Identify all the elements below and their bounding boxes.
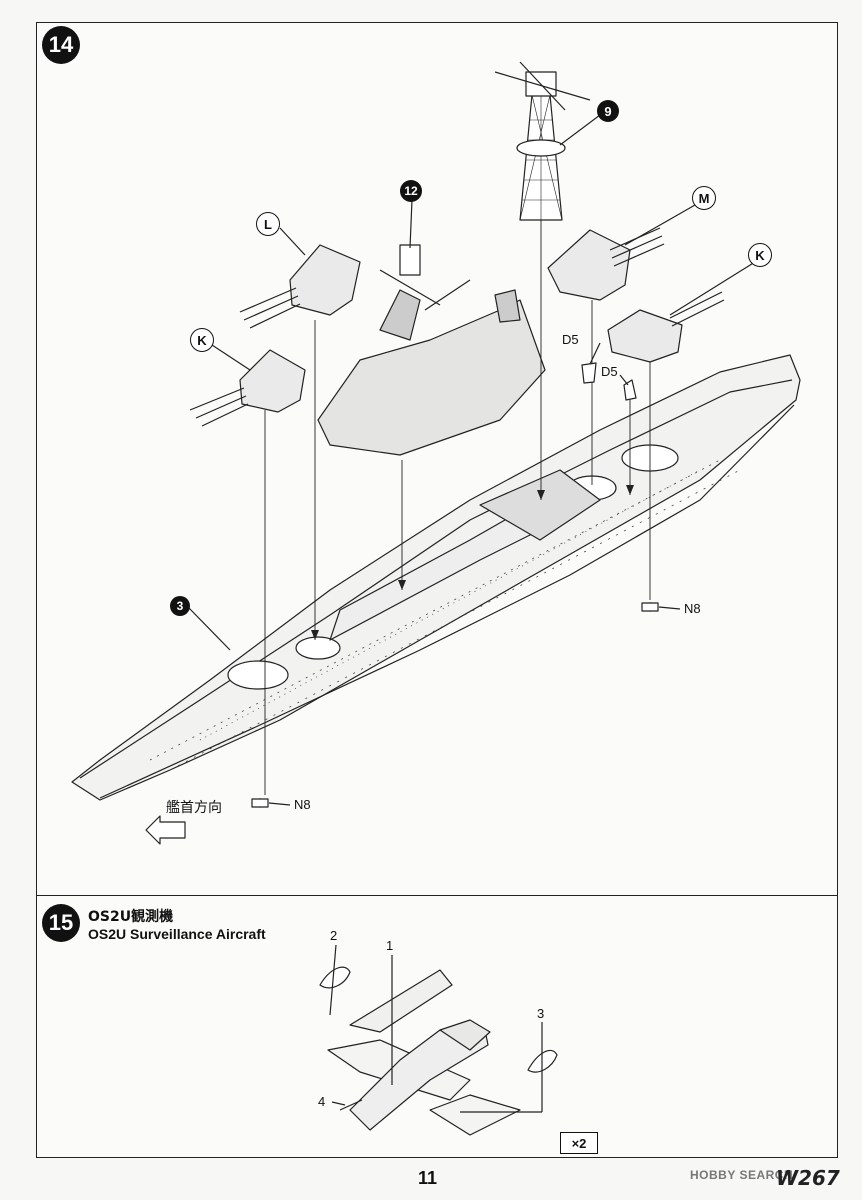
turret-ring-fore	[227, 660, 289, 690]
label-part-2: 2	[330, 928, 338, 943]
part-D5-b	[623, 379, 637, 401]
label-N8-left: N8	[294, 797, 311, 812]
superstructure	[317, 299, 546, 456]
callout-M: M	[692, 186, 716, 210]
callout-12: 12	[400, 180, 422, 202]
aircraft-tail	[439, 1019, 491, 1051]
aircraft-tailplane	[429, 1094, 521, 1136]
callout-K-left-text: K	[197, 332, 207, 348]
aircraft-float-left	[319, 966, 351, 989]
step-15-number: 15	[48, 910, 74, 935]
label-N8-right: N8	[684, 601, 701, 616]
step-14-badge: 14	[42, 26, 80, 64]
callout-9-text: 9	[604, 103, 612, 119]
hull-side-line	[99, 404, 795, 799]
step-15-title-en: OS2U Surveillance Aircraft	[88, 926, 266, 942]
part-D5-a	[581, 362, 597, 384]
bow-direction-label: 艦首方向	[166, 800, 222, 816]
aircraft-float-main	[349, 969, 453, 1033]
callout-K-left: K	[190, 328, 214, 352]
callout-3-text: 3	[176, 599, 184, 613]
bow-direction-arrow	[145, 815, 186, 845]
aircraft-fuselage	[349, 1029, 489, 1131]
label-D5-a: D5	[562, 332, 579, 347]
callout-9: 9	[597, 100, 619, 122]
page-number: 11	[418, 1168, 438, 1188]
callout-3: 3	[170, 596, 190, 616]
step-14-number: 14	[48, 32, 74, 57]
label-part-4: 4	[318, 1094, 326, 1109]
part-N8-right	[641, 602, 659, 612]
hull-deck-edge	[79, 379, 793, 779]
turret-K-right	[607, 291, 725, 363]
label-part-1: 1	[386, 938, 394, 953]
callout-K-right: K	[748, 243, 772, 267]
callout-L: L	[256, 212, 280, 236]
label-D5-b: D5	[601, 364, 618, 379]
step-15-title-jp: OS2U観測機	[88, 909, 174, 925]
aircraft-drawing	[319, 944, 558, 1136]
watermark: HOBBY SEARCH	[690, 1168, 794, 1182]
model-code: W267	[776, 1166, 840, 1190]
callout-M-text: M	[698, 190, 710, 206]
turret-L	[239, 244, 361, 329]
section-divider	[36, 895, 838, 896]
turret-K-left	[189, 349, 306, 427]
callout-K-right-text: K	[755, 247, 765, 263]
callout-12-text: 12	[404, 184, 418, 198]
label-part-3: 3	[537, 1006, 545, 1021]
quantity-badge: ×2	[560, 1132, 598, 1154]
turret-ring-mid-fore	[295, 636, 341, 660]
turret-M	[547, 227, 665, 301]
step-15-badge: 15	[42, 904, 80, 942]
part-N8-left	[251, 798, 269, 808]
callout-L-text: L	[264, 216, 272, 232]
